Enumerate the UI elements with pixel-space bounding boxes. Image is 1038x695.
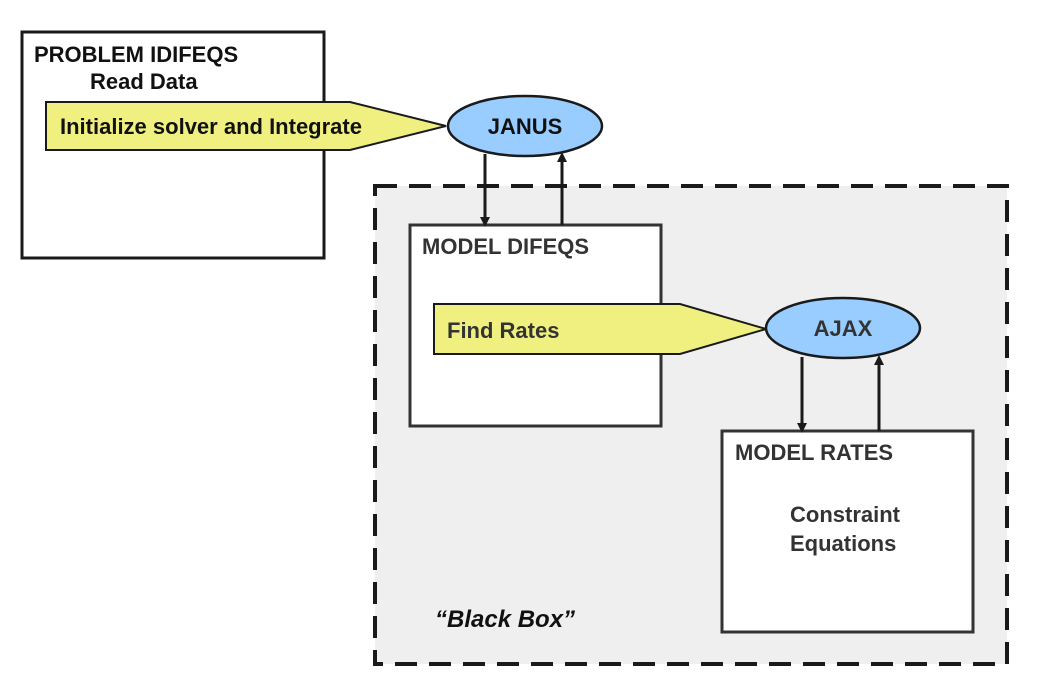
black-box-label: “Black Box” xyxy=(435,606,575,633)
model-rates-title: MODEL RATES xyxy=(735,440,893,465)
ajax-label: AJAX xyxy=(814,316,873,341)
janus-label: JANUS xyxy=(488,114,563,139)
model-rates-box xyxy=(720,429,975,634)
problem-idifeqs-title: PROBLEM IDIFEQS xyxy=(34,42,238,67)
constraint-equations-line2: Equations xyxy=(790,531,896,556)
find-rates-label: Find Rates xyxy=(447,318,559,343)
ajax-node xyxy=(764,296,922,360)
find-rates-callout xyxy=(433,303,770,355)
constraint-equations-line1: Constraint xyxy=(790,502,901,527)
initialize-integrate-callout xyxy=(45,101,447,151)
initialize-integrate-label: Initialize solver and Integrate xyxy=(60,114,362,139)
problem-idifeqs-subtitle: Read Data xyxy=(90,69,198,94)
janus-node xyxy=(446,94,604,158)
model-difeqs-title: MODEL DIFEQS xyxy=(422,234,589,259)
